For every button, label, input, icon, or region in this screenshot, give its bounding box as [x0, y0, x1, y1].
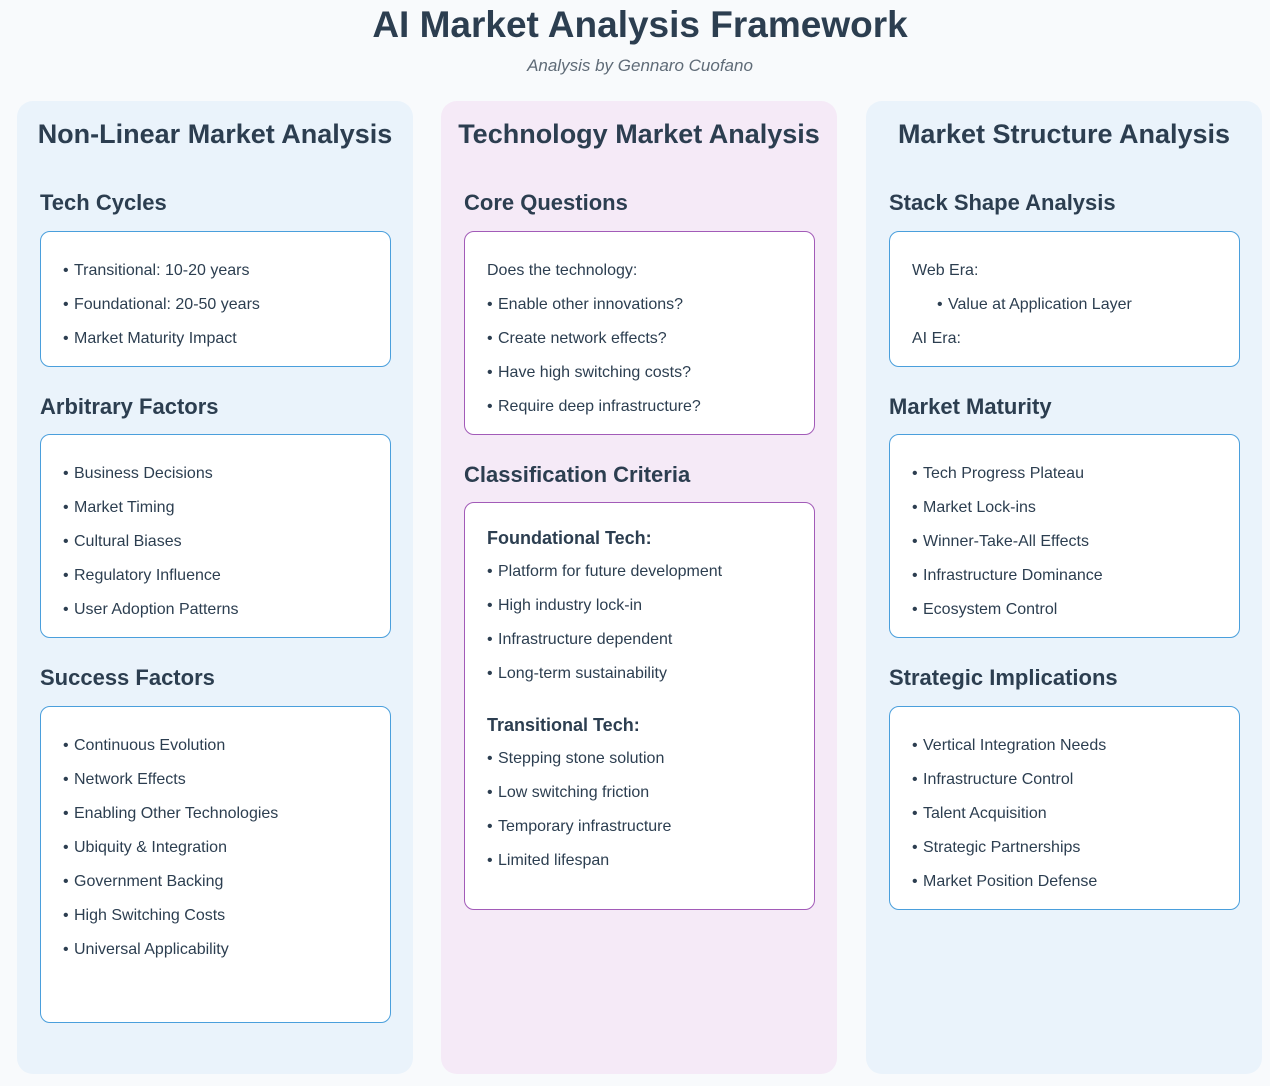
list-item: •Regulatory Influence — [63, 567, 221, 584]
list-item: •Continuous Evolution — [63, 737, 226, 754]
market-maturity-box: •Tech Progress Plateau •Market Lock-ins … — [889, 434, 1240, 638]
list-item: •High industry lock-in — [487, 597, 643, 614]
section-title-market-maturity: Market Maturity — [889, 394, 1052, 419]
list-item: •Market Timing — [63, 499, 175, 516]
column-title: Technology Market Analysis — [458, 119, 820, 149]
list-item: •Platform for future development — [487, 563, 723, 580]
section-title-tech-cycles: Tech Cycles — [40, 190, 167, 215]
stack-shape-box: Web Era: •Value at Application Layer AI … — [889, 231, 1240, 367]
list-item: •Winner-Take-All Effects — [912, 533, 1089, 550]
page-subtitle: Analysis by Gennaro Cuofano — [527, 56, 753, 75]
section-title-classification-criteria: Classification Criteria — [464, 462, 691, 487]
list-item: •Low switching friction — [487, 784, 650, 801]
web-era-label: Web Era: — [912, 262, 979, 279]
classification-criteria-box: Foundational Tech: •Platform for future … — [464, 502, 815, 910]
list-item: •Temporary infrastructure — [487, 818, 672, 835]
core-questions-intro: Does the technology: — [487, 262, 638, 279]
tech-cycles-box: •Transitional: 10-20 years •Foundational… — [40, 231, 391, 367]
list-item: •Tech Progress Plateau — [912, 465, 1084, 482]
list-item: •Infrastructure Control — [912, 771, 1074, 788]
list-item: •Require deep infrastructure? — [487, 398, 701, 415]
strategic-implications-box: •Vertical Integration Needs •Infrastruct… — [889, 706, 1240, 910]
section-title-stack-shape-analysis: Stack Shape Analysis — [889, 190, 1116, 215]
list-item: •Enabling Other Technologies — [63, 805, 279, 822]
list-item: •Business Decisions — [63, 465, 213, 482]
list-item: •Universal Applicability — [63, 941, 229, 958]
column-non-linear-market-analysis: Non-Linear Market Analysis Tech Cycles •… — [17, 101, 413, 1074]
section-title-success-factors: Success Factors — [40, 665, 215, 690]
list-item: •Create network effects? — [487, 330, 667, 347]
list-item: •Enable other innovations? — [487, 296, 684, 313]
list-item: •Cultural Biases — [63, 533, 182, 550]
core-questions-box: Does the technology: •Enable other innov… — [464, 231, 815, 435]
arbitrary-factors-box: •Business Decisions •Market Timing •Cult… — [40, 434, 391, 638]
list-item: •Market Lock-ins — [912, 499, 1036, 516]
list-item: •Have high switching costs? — [487, 364, 691, 381]
column-title: Market Structure Analysis — [897, 119, 1231, 149]
list-item: •Transitional: 10-20 years — [63, 262, 250, 279]
list-item: •Network Effects — [63, 771, 186, 788]
list-item: •Vertical Integration Needs — [912, 737, 1107, 754]
list-item: •Ecosystem Control — [912, 601, 1058, 618]
list-item: •Market Position Defense — [912, 873, 1098, 890]
list-item: •Talent Acquisition — [912, 805, 1047, 822]
section-title-core-questions: Core Questions — [464, 190, 628, 215]
transitional-tech-heading: Transitional Tech: — [487, 715, 640, 735]
list-item: •Infrastructure Dominance — [912, 567, 1103, 584]
column-technology-market-analysis: Technology Market Analysis Core Question… — [441, 101, 837, 1074]
list-item: •User Adoption Patterns — [63, 601, 239, 618]
section-title-arbitrary-factors: Arbitrary Factors — [40, 394, 219, 419]
list-item: •Long-term sustainability — [487, 665, 667, 682]
foundational-tech-heading: Foundational Tech: — [487, 528, 652, 548]
list-item: •Ubiquity & Integration — [63, 839, 227, 856]
column-market-structure-analysis: Market Structure Analysis Stack Shape An… — [866, 101, 1262, 1074]
ai-era-label: AI Era: — [912, 330, 961, 347]
list-item: •Market Maturity Impact — [63, 330, 237, 347]
page-title: AI Market Analysis Framework — [372, 4, 908, 45]
section-title-strategic-implications: Strategic Implications — [889, 665, 1118, 690]
list-item: •Infrastructure dependent — [487, 631, 673, 648]
list-item: •Strategic Partnerships — [912, 839, 1081, 856]
success-factors-box: •Continuous Evolution •Network Effects •… — [40, 706, 391, 1023]
column-title: Non-Linear Market Analysis — [37, 119, 393, 149]
list-item: •Foundational: 20-50 years — [63, 296, 260, 313]
list-item: •Value at Application Layer — [937, 296, 1132, 313]
list-item: •Stepping stone solution — [487, 750, 665, 767]
list-item: •Limited lifespan — [487, 852, 610, 869]
list-item: •Government Backing — [63, 873, 224, 890]
list-item: •High Switching Costs — [63, 907, 226, 924]
